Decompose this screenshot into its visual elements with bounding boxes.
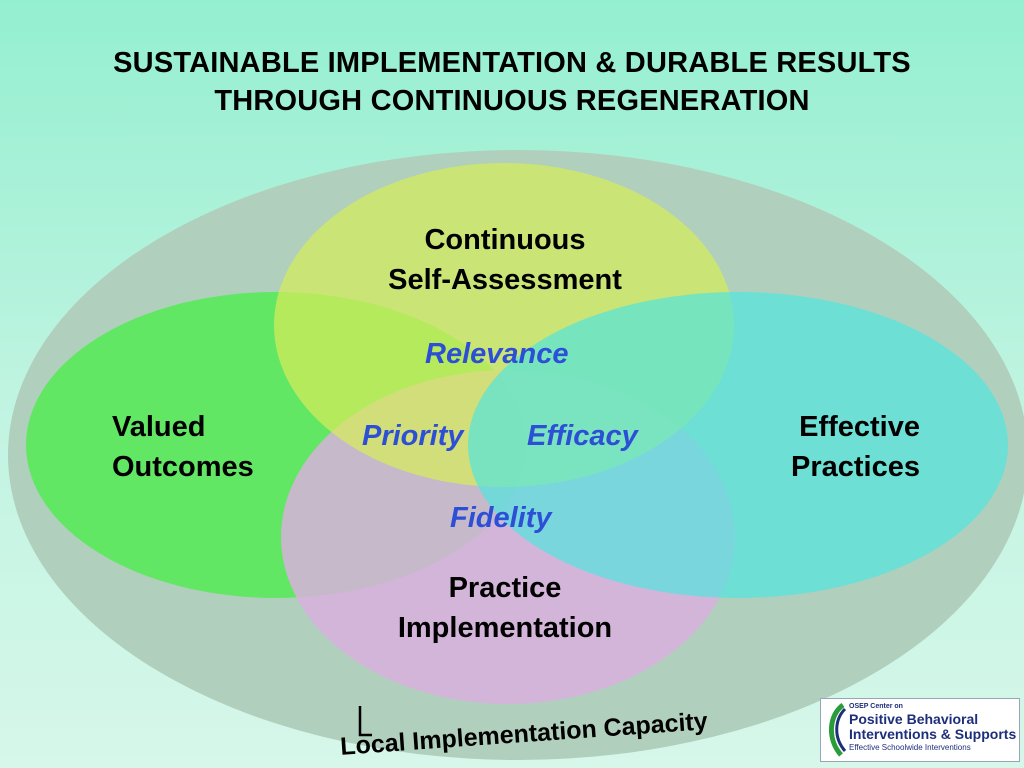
- swoosh-icon: [829, 703, 847, 757]
- slide-title: SUSTAINABLE IMPLEMENTATION & DURABLE RES…: [0, 44, 1024, 120]
- title-line-1: SUSTAINABLE IMPLEMENTATION & DURABLE RES…: [113, 47, 911, 79]
- title-line-2: THROUGH CONTINUOUS REGENERATION: [214, 85, 810, 117]
- logo-line-2: Positive Behavioral: [849, 711, 979, 727]
- overlap-efficacy: Efficacy: [527, 420, 638, 452]
- overlap-priority: Priority: [362, 420, 464, 452]
- label-practice-implementation: Practice Implementation: [397, 572, 613, 644]
- logo-line-3: Interventions & Supports: [849, 726, 1017, 742]
- logo-line-4: Effective Schoolwide Interventions: [849, 743, 971, 752]
- pbis-logo: OSEP Center on Positive Behavioral Inter…: [820, 698, 1020, 762]
- circle-effective-practices: [468, 292, 1008, 598]
- label-local-implementation-capacity: Local Implementation Capacity: [339, 707, 708, 761]
- outer-label-bracket: [358, 706, 372, 737]
- label-effective-practices: Effective Practices: [791, 411, 920, 483]
- label-valued-outcomes: Valued Outcomes: [112, 411, 254, 483]
- label-continuous-self-assessment: Continuous Self-Assessment: [388, 224, 622, 296]
- logo-line-1: OSEP Center on: [849, 703, 903, 710]
- overlap-fidelity: Fidelity: [450, 502, 552, 534]
- overlap-relevance: Relevance: [425, 338, 569, 370]
